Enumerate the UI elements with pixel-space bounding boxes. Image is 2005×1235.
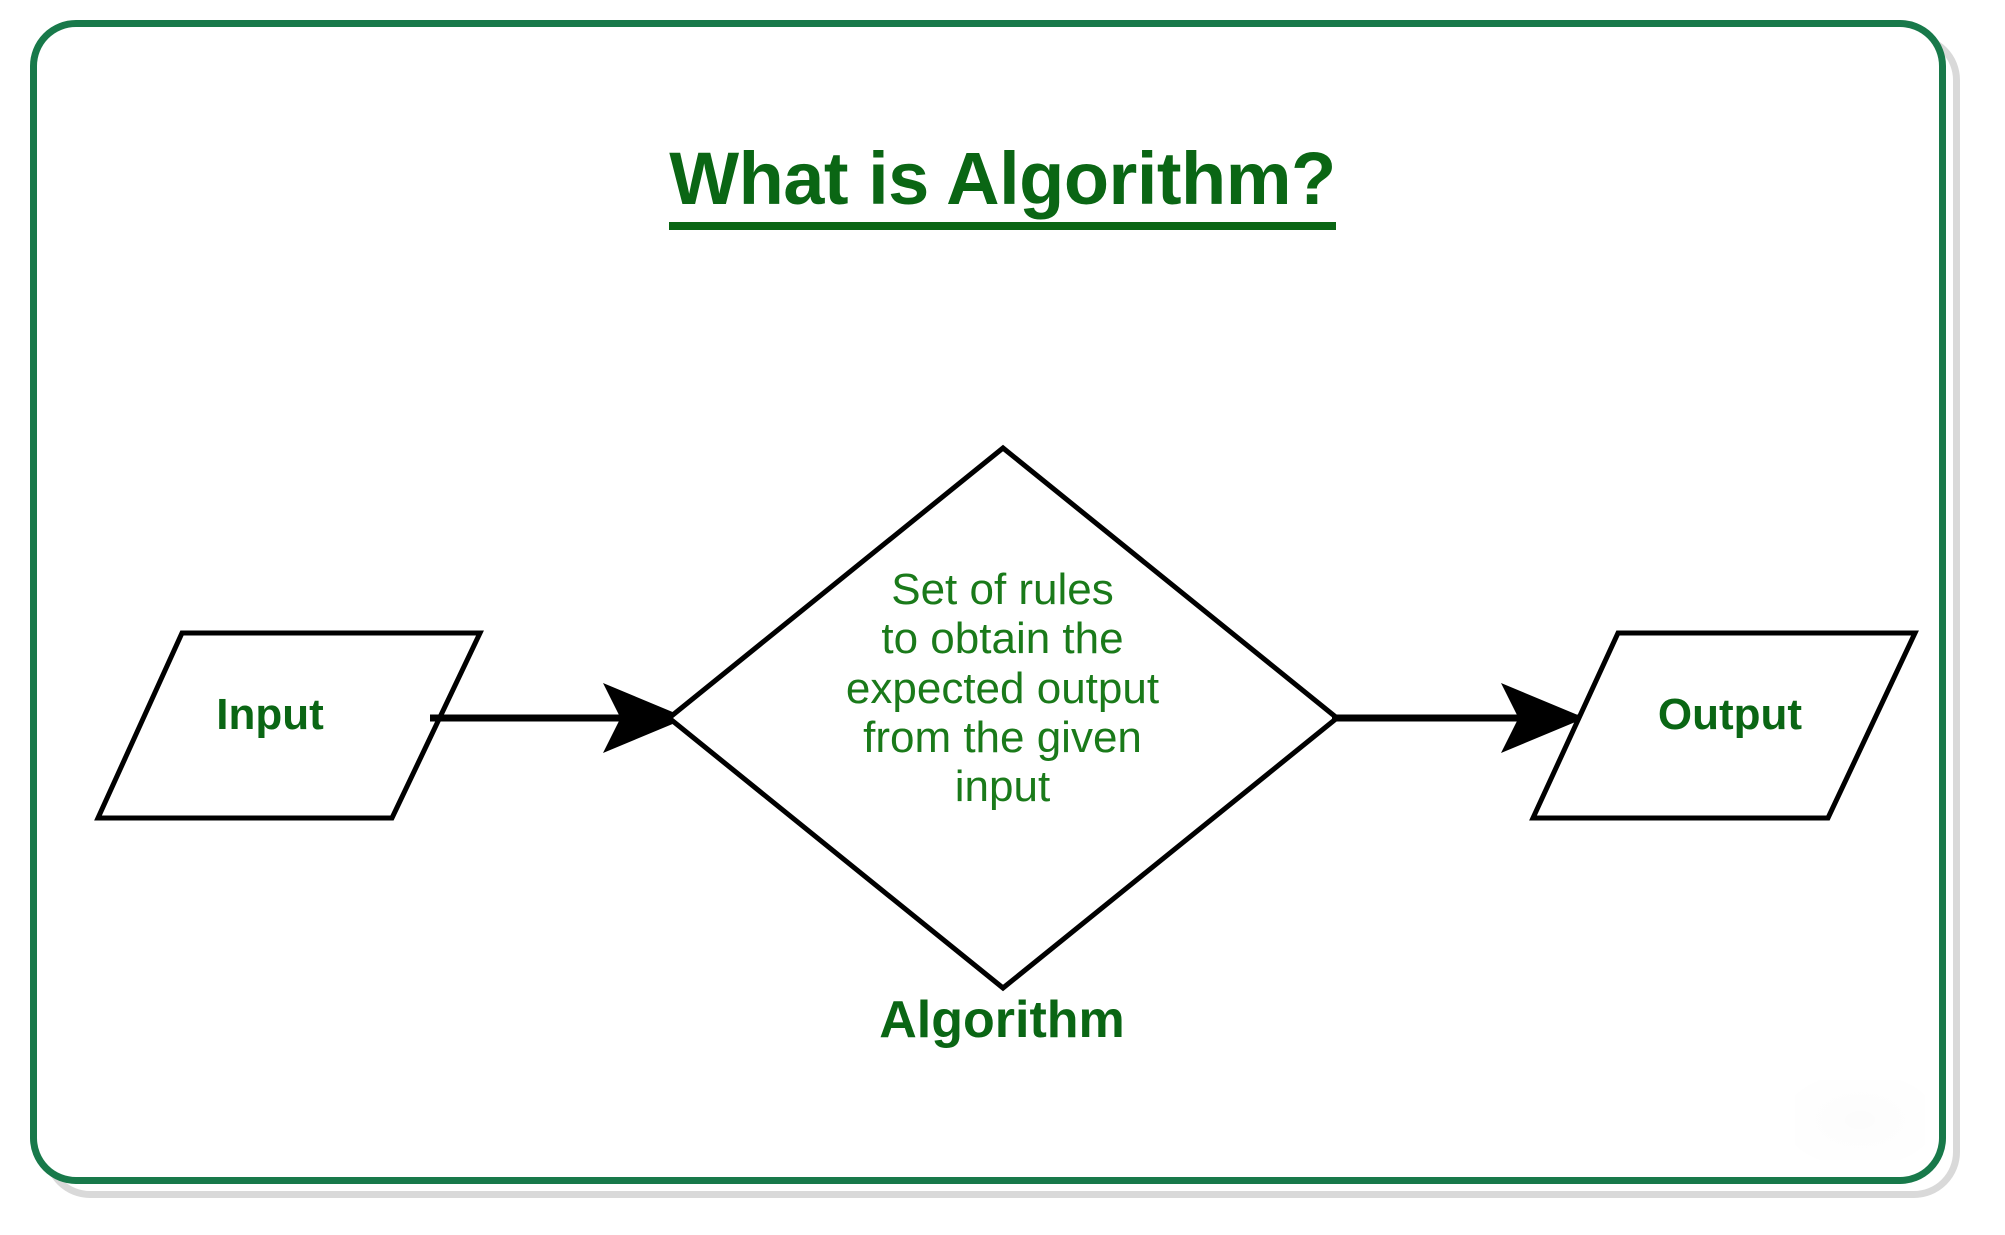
node-input-shape[interactable]	[94, 630, 484, 821]
page-title: What is Algorithm?	[669, 140, 1336, 230]
algorithm-text-line-4: from the given	[863, 712, 1142, 762]
node-output-label: Output	[1657, 690, 1803, 739]
node-output-shape[interactable]	[1529, 630, 1919, 821]
algorithm-text-line-3: expected output	[845, 663, 1160, 713]
algorithm-text-line-2: to obtain the	[881, 614, 1124, 664]
node-input-label: Input	[216, 690, 324, 739]
algorithm-text-line-5: input	[954, 762, 1051, 812]
node-algorithm-caption: Algorithm	[879, 991, 1125, 1049]
algorithm-text-line-1: Set of rules	[891, 565, 1114, 614]
node-algorithm-text: Set of rules to obtain the expected outp…	[710, 565, 1295, 811]
page-title-container: What is Algorithm?	[0, 140, 2005, 230]
node-algorithm-shape[interactable]	[665, 444, 1341, 992]
